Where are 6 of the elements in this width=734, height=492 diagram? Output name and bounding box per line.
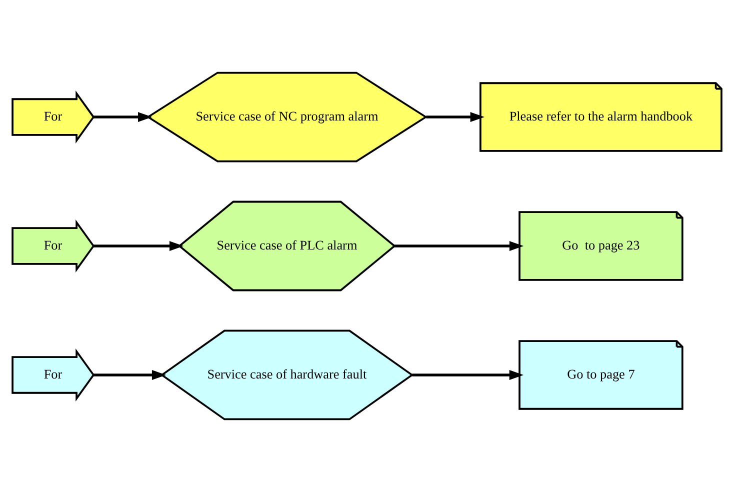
arrow (94, 241, 184, 251)
arrow (426, 112, 484, 122)
arrow (94, 370, 166, 380)
arrow (412, 370, 524, 380)
arrow (394, 241, 524, 251)
arrow (94, 112, 152, 122)
